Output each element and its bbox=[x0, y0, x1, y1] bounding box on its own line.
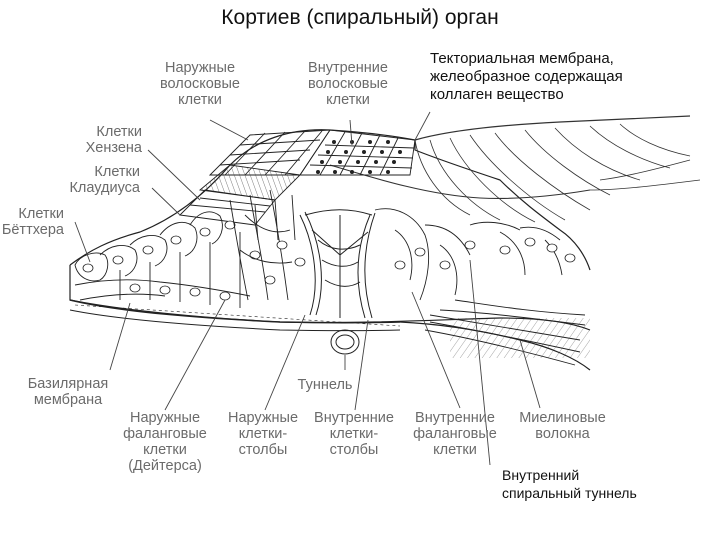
label-inner-spiral-tunnel-line2: спиральный туннель bbox=[502, 485, 637, 501]
label-myelin-line2: волокна bbox=[535, 426, 590, 442]
label-outer-phalangeal-line2: фаланговые bbox=[123, 426, 207, 442]
label-inner-spiral-tunnel-line1: Внутренний bbox=[502, 467, 580, 483]
tectorial-membrane bbox=[329, 115, 701, 223]
label-claudius-line2: Клаудиуса bbox=[69, 180, 140, 196]
label-outer-pillar-cells: Наружные клетки- столбы bbox=[218, 410, 308, 458]
nuclei-right bbox=[276, 237, 576, 270]
label-inner-phalangeal-line3: клетки bbox=[433, 442, 477, 458]
diagram-title: Кортиев (спиральный) орган bbox=[221, 6, 499, 29]
label-basilar-membrane: Базилярная мембрана bbox=[18, 376, 118, 408]
label-inner-pillar-cells: Внутренние клетки- столбы bbox=[306, 410, 402, 458]
label-hensen-line2: Хензена bbox=[85, 140, 142, 156]
label-outer-hair-cells-line3: клетки bbox=[178, 92, 222, 108]
label-boettcher-line2: Бёттхера bbox=[1, 222, 64, 238]
label-outer-phalangeal-cells: Наружные фаланговые клетки (Дейтерса) bbox=[110, 410, 220, 474]
inner-cells bbox=[374, 208, 563, 301]
label-outer-hair-cells-line2: волосковые bbox=[160, 76, 240, 92]
label-tectorial-line1: Текториальная мембрана, bbox=[430, 50, 614, 67]
label-outer-hair-cells-line1: Наружные bbox=[164, 60, 236, 76]
label-inner-pillar-line1: Внутренние bbox=[314, 410, 394, 426]
label-inner-hair-cells-line2: волосковые bbox=[308, 76, 388, 92]
inner-hair-cell-dots bbox=[316, 140, 402, 174]
label-outer-phalangeal-line4: (Дейтерса) bbox=[128, 458, 202, 474]
label-inner-phalangeal-line2: фаланговые bbox=[413, 426, 497, 442]
label-boettcher-cells: Клетки Бёттхера bbox=[0, 206, 64, 238]
label-outer-hair-cells: Наружные волосковые клетки bbox=[140, 60, 260, 108]
lower-outline bbox=[399, 321, 591, 371]
label-basilar-line2: мембрана bbox=[33, 392, 103, 408]
label-inner-pillar-line3: столбы bbox=[329, 442, 379, 458]
label-outer-phalangeal-line1: Наружные bbox=[129, 410, 201, 426]
label-hensen-cells: Клетки Хензена bbox=[60, 124, 142, 156]
label-inner-spiral-tunnel: Внутренний спиральный туннель bbox=[502, 466, 637, 502]
label-inner-hair-cells-line3: клетки bbox=[326, 92, 370, 108]
label-tunnel: Туннель bbox=[297, 377, 353, 393]
label-inner-hair-cells-line1: Внутренние bbox=[308, 60, 388, 76]
tunnel-of-corti bbox=[299, 209, 376, 319]
leader-lines bbox=[74, 111, 541, 466]
label-tectorial-line3: коллаген вещество bbox=[430, 86, 564, 103]
nuclei-left bbox=[82, 220, 276, 301]
label-tectorial-membrane: Текториальная мембрана, желеобразное сод… bbox=[430, 50, 623, 104]
label-boettcher-line1: Клетки bbox=[18, 206, 64, 222]
label-inner-hair-cells: Внутренние волосковые клетки bbox=[288, 60, 408, 108]
label-outer-pillar-line1: Наружные bbox=[227, 410, 299, 426]
label-claudius-cells: Клетки Клаудиуса bbox=[30, 164, 140, 196]
supporting-cells-left bbox=[74, 211, 251, 308]
deiters-cells bbox=[229, 189, 296, 301]
label-claudius-line1: Клетки bbox=[94, 164, 140, 180]
tissue-outline bbox=[69, 129, 591, 331]
label-outer-phalangeal-line3: клетки bbox=[143, 442, 187, 458]
label-myelin-fibers: Миелиновые волокна bbox=[505, 410, 620, 442]
label-hensen-line1: Клетки bbox=[96, 124, 142, 140]
label-myelin-line1: Миелиновые bbox=[519, 410, 606, 426]
outer-hair-cell-grid bbox=[179, 129, 331, 226]
label-inner-phalangeal-line1: Внутренние bbox=[415, 410, 495, 426]
label-outer-pillar-line2: клетки- bbox=[238, 426, 288, 442]
label-inner-phalangeal-cells: Внутренние фаланговые клетки bbox=[405, 410, 505, 458]
basilar-membrane bbox=[69, 299, 401, 332]
vessel bbox=[330, 329, 360, 355]
label-inner-pillar-line2: клетки- bbox=[329, 426, 379, 442]
label-basilar-line1: Базилярная bbox=[27, 376, 109, 392]
label-tectorial-line2: желеобразное содержащая bbox=[430, 68, 623, 85]
myelin-texture bbox=[450, 318, 590, 358]
label-outer-pillar-line3: столбы bbox=[238, 442, 288, 458]
